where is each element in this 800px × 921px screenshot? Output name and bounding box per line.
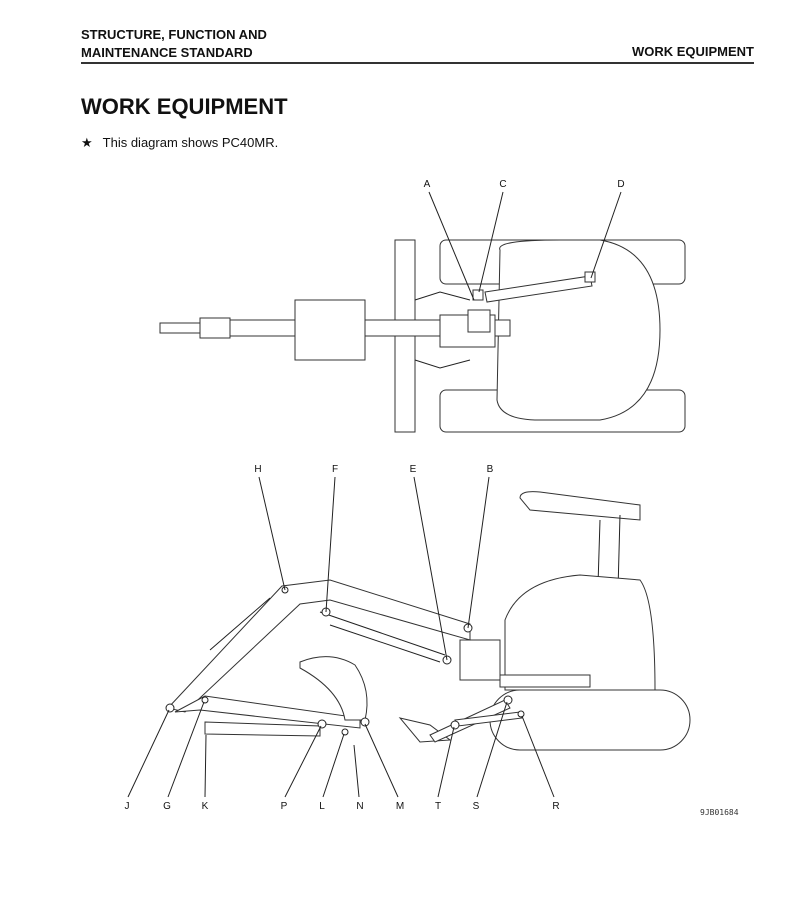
callout-T: T bbox=[435, 801, 441, 812]
callout-F: F bbox=[332, 464, 338, 475]
callout-D: D bbox=[617, 179, 624, 190]
page-title: WORK EQUIPMENT bbox=[81, 94, 288, 119]
note: ★ This diagram shows PC40MR. bbox=[81, 135, 278, 151]
callout-G: G bbox=[163, 801, 171, 812]
figure-code: 9JB01684 bbox=[700, 808, 739, 817]
callout-B: B bbox=[487, 464, 494, 475]
callout-K: K bbox=[202, 801, 209, 812]
callout-E: E bbox=[410, 464, 417, 475]
section-header-line2: MAINTENANCE STANDARD bbox=[81, 45, 253, 60]
callout-A: A bbox=[424, 179, 431, 190]
callout-P: P bbox=[281, 801, 288, 812]
callout-L: L bbox=[319, 801, 325, 812]
side-view bbox=[165, 491, 691, 751]
star-icon: ★ bbox=[81, 135, 93, 150]
callout-J: J bbox=[125, 801, 130, 812]
callout-C: C bbox=[499, 179, 506, 190]
callout-R: R bbox=[552, 801, 559, 812]
note-text: This diagram shows PC40MR. bbox=[102, 135, 279, 150]
callout-H: H bbox=[254, 464, 261, 475]
callout-M: M bbox=[396, 801, 404, 812]
callout-N: N bbox=[356, 801, 363, 812]
callout-S: S bbox=[473, 801, 480, 812]
side-view-callouts: H F E B J G K P L N M T S R 9JB01684 bbox=[125, 464, 739, 817]
section-header: STRUCTURE, FUNCTION AND MAINTENANCE STAN… bbox=[81, 26, 267, 62]
top-view-callouts: A C D bbox=[424, 179, 625, 301]
top-view bbox=[159, 239, 686, 433]
section-header-line1: STRUCTURE, FUNCTION AND bbox=[81, 27, 267, 42]
chapter-header: WORK EQUIPMENT bbox=[631, 44, 754, 59]
header-divider bbox=[81, 62, 754, 64]
